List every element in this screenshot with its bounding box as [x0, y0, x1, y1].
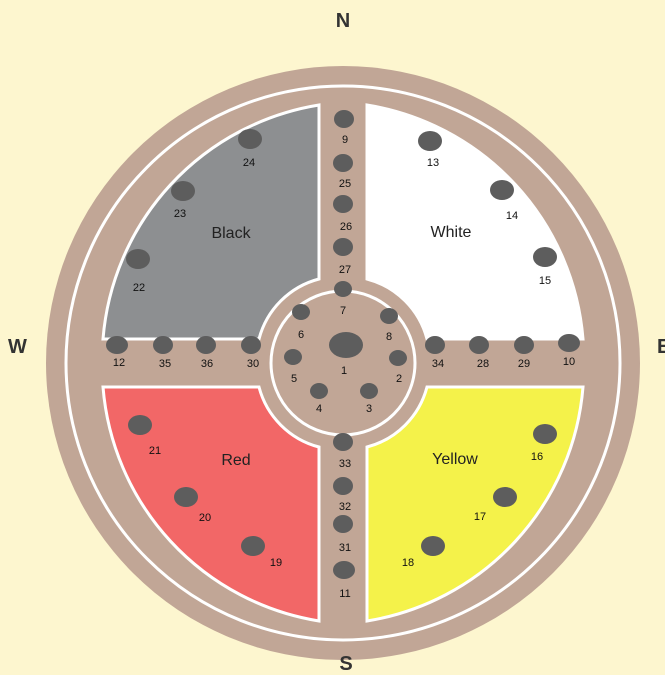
stone-4-label: 4	[316, 403, 322, 415]
stone-6-label: 6	[298, 329, 304, 341]
stone-19-label: 19	[270, 557, 282, 569]
stone-18-marker	[421, 536, 445, 556]
stone-26-marker	[333, 195, 353, 213]
stone-34-marker	[425, 336, 445, 354]
stone-6-marker	[292, 304, 310, 320]
stone-15-label: 15	[539, 275, 551, 287]
stone-31-marker	[333, 515, 353, 533]
stone-28-label: 28	[477, 358, 489, 370]
stone-16-label: 16	[531, 451, 543, 463]
stone-32-label: 32	[339, 501, 351, 513]
stone-24-marker	[238, 129, 262, 149]
stone-25-label: 25	[339, 178, 351, 190]
stone-35-marker	[153, 336, 173, 354]
stone-28-marker	[469, 336, 489, 354]
stone-36-label: 36	[201, 358, 213, 370]
quadrant-label-white: White	[431, 224, 472, 241]
stone-19-marker	[241, 536, 265, 556]
stone-14-label: 14	[506, 210, 518, 222]
stone-33-marker	[333, 433, 353, 451]
stone-22-marker	[126, 249, 150, 269]
stone-7-marker	[334, 281, 352, 297]
stone-23-marker	[171, 181, 195, 201]
stone-29-label: 29	[518, 358, 530, 370]
stone-12-label: 12	[113, 357, 125, 369]
stone-29-marker	[514, 336, 534, 354]
stone-21-marker	[128, 415, 152, 435]
stone-22-label: 22	[133, 282, 145, 294]
stone-34-label: 34	[432, 358, 444, 370]
stone-11-marker	[333, 561, 355, 579]
stone-24-label: 24	[243, 157, 255, 169]
stone-20-marker	[174, 487, 198, 507]
compass-south: S	[339, 653, 352, 675]
stone-1-label: 1	[341, 365, 347, 377]
stone-23-label: 23	[174, 208, 186, 220]
stone-13-marker	[418, 131, 442, 151]
stone-27-marker	[333, 238, 353, 256]
stone-12-marker	[106, 336, 128, 354]
stone-1-marker	[329, 332, 363, 358]
stone-3-marker	[360, 383, 378, 399]
stone-30-marker	[241, 336, 261, 354]
stone-9-label: 9	[342, 134, 348, 146]
quadrant-label-red: Red	[221, 452, 250, 469]
stone-10-label: 10	[563, 356, 575, 368]
compass-north: N	[336, 10, 350, 32]
stone-5-marker	[284, 349, 302, 365]
stone-17-marker	[493, 487, 517, 507]
compass-east: E	[657, 336, 665, 358]
stone-21-label: 21	[149, 445, 161, 457]
stone-26-label: 26	[340, 221, 352, 233]
stone-15-marker	[533, 247, 557, 267]
stone-3-label: 3	[366, 403, 372, 415]
stone-25-marker	[333, 154, 353, 172]
stone-18-label: 18	[402, 557, 414, 569]
stone-17-label: 17	[474, 511, 486, 523]
stone-16-marker	[533, 424, 557, 444]
quadrant-label-black: Black	[211, 225, 251, 242]
stone-35-label: 35	[159, 358, 171, 370]
stone-8-marker	[380, 308, 398, 324]
stone-2-label: 2	[396, 373, 402, 385]
stone-20-label: 20	[199, 512, 211, 524]
stone-32-marker	[333, 477, 353, 495]
stone-8-label: 8	[386, 331, 392, 343]
stone-30-label: 30	[247, 358, 259, 370]
stone-11-label: 11	[339, 588, 350, 600]
stone-10-marker	[558, 334, 580, 352]
stone-5-label: 5	[291, 373, 297, 385]
compass-west: W	[8, 336, 27, 358]
stone-2-marker	[389, 350, 407, 366]
stone-4-marker	[310, 383, 328, 399]
stone-7-label: 7	[340, 305, 346, 317]
quadrant-label-yellow: Yellow	[432, 451, 478, 468]
stone-33-label: 33	[339, 458, 351, 470]
stone-27-label: 27	[339, 264, 351, 276]
stone-14-marker	[490, 180, 514, 200]
stone-31-label: 31	[339, 542, 351, 554]
stone-13-label: 13	[427, 157, 439, 169]
stone-9-marker	[334, 110, 354, 128]
stone-36-marker	[196, 336, 216, 354]
